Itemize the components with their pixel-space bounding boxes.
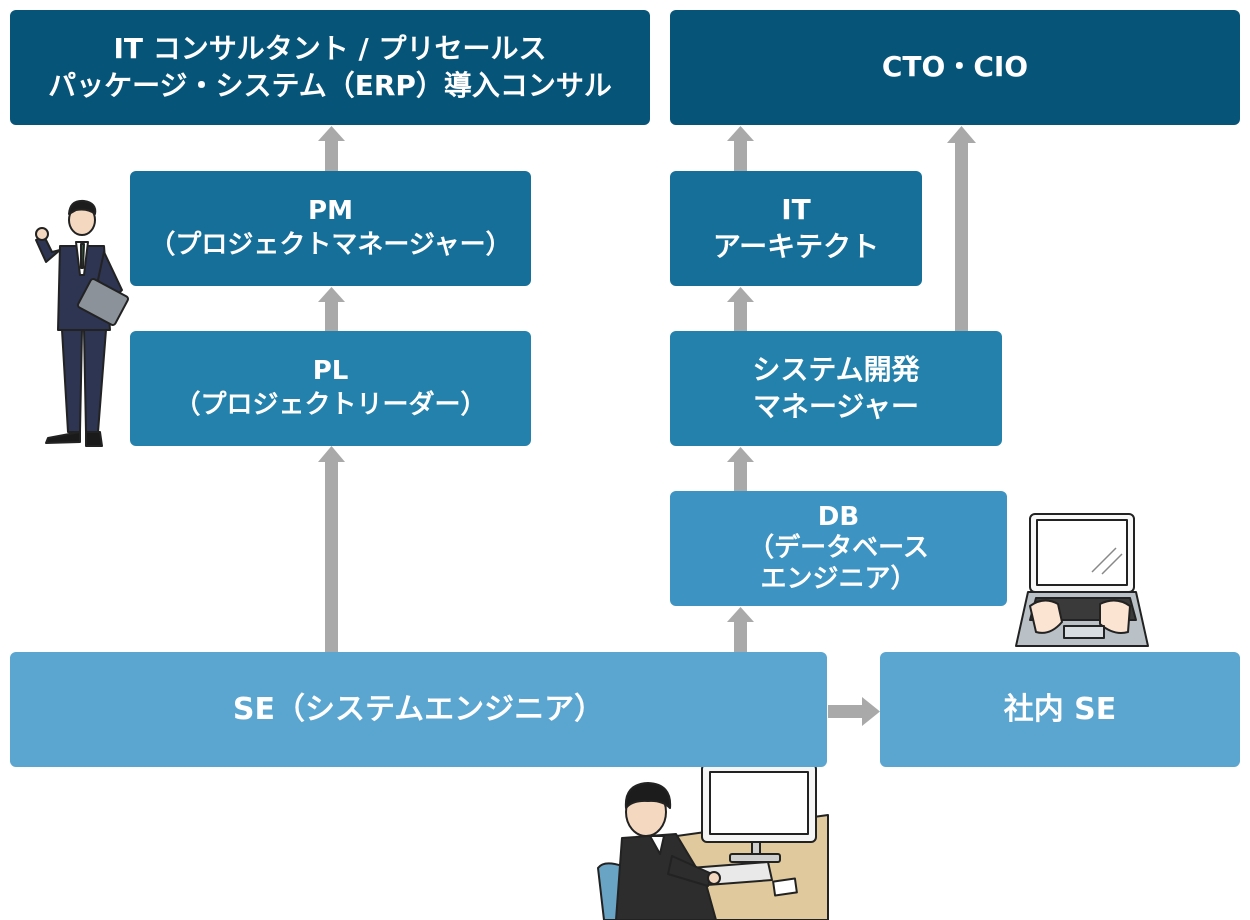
- box-pl-line2: （プロジェクトリーダー）: [174, 389, 487, 420]
- box-system-engineer: SE（システムエンジニア）: [10, 652, 827, 767]
- box-pl: PL （プロジェクトリーダー）: [130, 331, 531, 446]
- box-system-dev-manager: システム開発 マネージャー: [670, 331, 1002, 446]
- arrow-se-to-inhouse-se: [828, 697, 880, 726]
- arrow-se-to-db: [727, 607, 754, 652]
- businessman-illustration: [35, 199, 129, 447]
- box-db-engineer-line1: DB: [817, 501, 860, 532]
- arrow-pl-to-pm: [318, 287, 345, 331]
- box-db-engineer: DB （データベース エンジニア）: [670, 491, 1007, 606]
- arrow-db-to-dev-manager: [727, 447, 754, 492]
- box-it-consultant-line1: IT コンサルタント / プリセールス: [113, 32, 547, 66]
- box-db-engineer-line3: エンジニア）: [760, 564, 917, 595]
- arrow-architect-to-cto: [727, 126, 754, 171]
- arrow-pm-to-consultant: [318, 126, 345, 171]
- box-it-architect: IT アーキテクト: [670, 171, 922, 286]
- box-pl-line1: PL: [312, 355, 349, 386]
- box-it-consultant-line2: パッケージ・システム（ERP）導入コンサル: [48, 68, 612, 102]
- box-cto-cio-label: CTO・CIO: [881, 50, 1029, 84]
- box-it-consultant: IT コンサルタント / プリセールス パッケージ・システム（ERP）導入コンサ…: [10, 10, 650, 125]
- box-inhouse-se-label: 社内 SE: [1003, 692, 1117, 727]
- box-cto-cio: CTO・CIO: [670, 10, 1240, 125]
- box-pm-line1: PM: [308, 195, 353, 226]
- desk-worker-illustration: [597, 763, 829, 920]
- arrow-se-to-pl: [318, 446, 345, 652]
- arrow-dev-manager-to-cto: [947, 126, 976, 331]
- box-it-architect-line1: IT: [781, 193, 811, 227]
- box-it-architect-line2: アーキテクト: [712, 229, 880, 263]
- arrow-dev-manager-to-architect: [727, 287, 754, 331]
- box-system-engineer-label: SE（システムエンジニア）: [232, 692, 605, 727]
- box-system-dev-manager-line1: システム開発: [752, 353, 920, 387]
- box-inhouse-se: 社内 SE: [880, 652, 1240, 767]
- box-system-dev-manager-line2: マネージャー: [752, 389, 920, 423]
- laptop-typing-illustration: [1015, 513, 1149, 647]
- box-db-engineer-line2: （データベース: [748, 532, 929, 563]
- box-pm-line2: （プロジェクトマネージャー）: [149, 229, 512, 260]
- box-pm: PM （プロジェクトマネージャー）: [130, 171, 531, 286]
